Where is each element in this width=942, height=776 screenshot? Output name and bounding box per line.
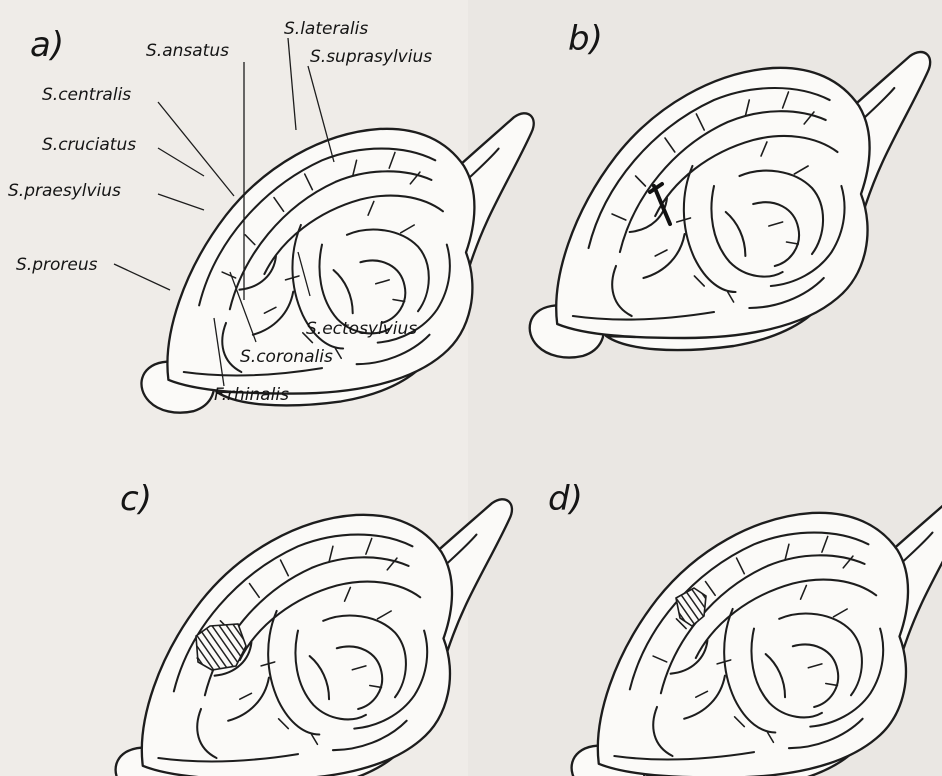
label-lateralis: S.lateralis	[284, 19, 368, 39]
leader-praesylvius	[158, 194, 204, 210]
panel-c: c)	[116, 479, 512, 776]
leader-centralis	[158, 102, 234, 196]
label-suprasylvius: S.suprasylvius	[310, 47, 432, 67]
panel-a: a) S.ansatus S.lateralis S.suprasylvius …	[8, 19, 534, 413]
panel-a-letter: a)	[30, 25, 64, 65]
label-cruciatus: S.cruciatus	[42, 135, 136, 155]
label-centralis: S.centralis	[42, 85, 131, 105]
panel-c-letter: c)	[120, 479, 152, 519]
panel-d-letter: d)	[548, 479, 583, 519]
label-proreus: S.proreus	[16, 255, 98, 275]
leader-cruciatus	[158, 148, 204, 176]
leader-lateralis	[288, 38, 296, 130]
label-ectosylvius: S.ectosylvius	[306, 319, 417, 339]
label-rhinalis: F.rhinalis	[214, 385, 289, 405]
panel-b-letter: b)	[568, 19, 603, 59]
label-coronalis: S.coronalis	[240, 347, 333, 367]
brain-drawing-c	[116, 499, 512, 776]
leader-proreus	[114, 264, 170, 290]
label-ansatus: S.ansatus	[146, 41, 229, 61]
label-praesylvius: S.praesylvius	[8, 181, 121, 201]
